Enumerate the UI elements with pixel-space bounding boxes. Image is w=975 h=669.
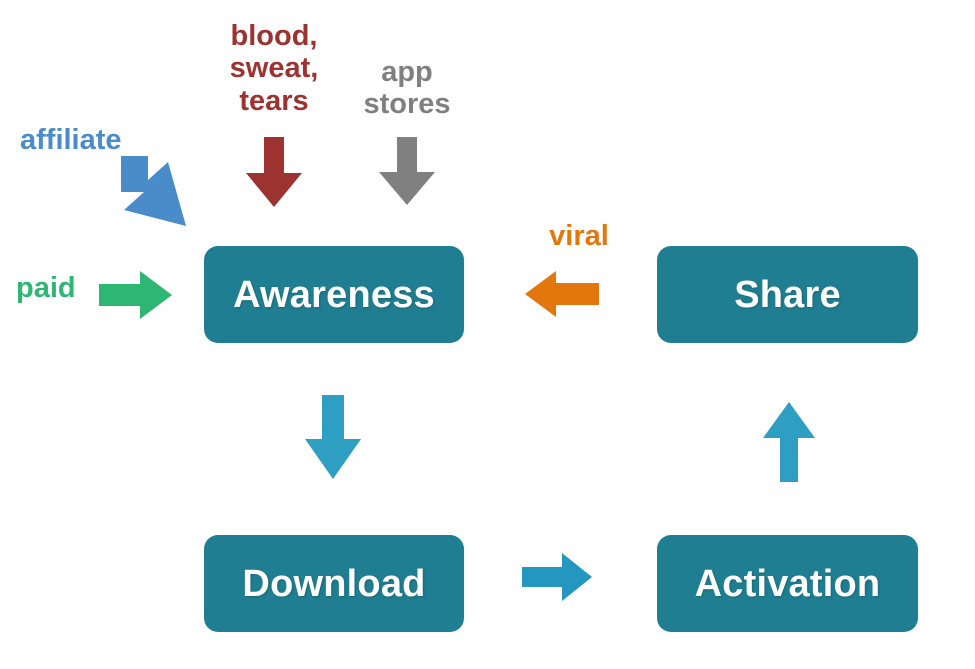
source-label-affiliate: affiliate — [20, 124, 122, 156]
stage-label-share: Share — [734, 273, 841, 316]
right-arrow-icon-download-to-activation — [522, 553, 592, 601]
source-label-paid: paid — [16, 272, 76, 304]
source-label-viral: viral — [549, 220, 609, 252]
stage-label-awareness: Awareness — [233, 273, 435, 316]
diagonal-arrow-icon-affiliate — [108, 150, 188, 226]
stage-box-activation[interactable]: Activation — [657, 535, 918, 632]
left-arrow-icon-viral — [525, 271, 599, 317]
stage-box-download[interactable]: Download — [204, 535, 464, 632]
stage-box-share[interactable]: Share — [657, 246, 918, 343]
stage-box-awareness[interactable]: Awareness — [204, 246, 464, 343]
down-arrow-icon-app-stores — [379, 137, 435, 205]
source-label-blood-sweat-tears: blood, sweat, tears — [229, 20, 319, 117]
down-arrow-icon-awareness-to-download — [305, 395, 361, 479]
stage-label-download: Download — [242, 562, 426, 605]
down-arrow-icon-blood-sweat-tears — [246, 137, 302, 207]
right-arrow-icon-paid — [99, 271, 172, 319]
source-label-app-stores: app stores — [363, 56, 451, 121]
stage-label-activation: Activation — [694, 562, 881, 605]
up-arrow-icon-activation-to-share — [763, 402, 815, 482]
